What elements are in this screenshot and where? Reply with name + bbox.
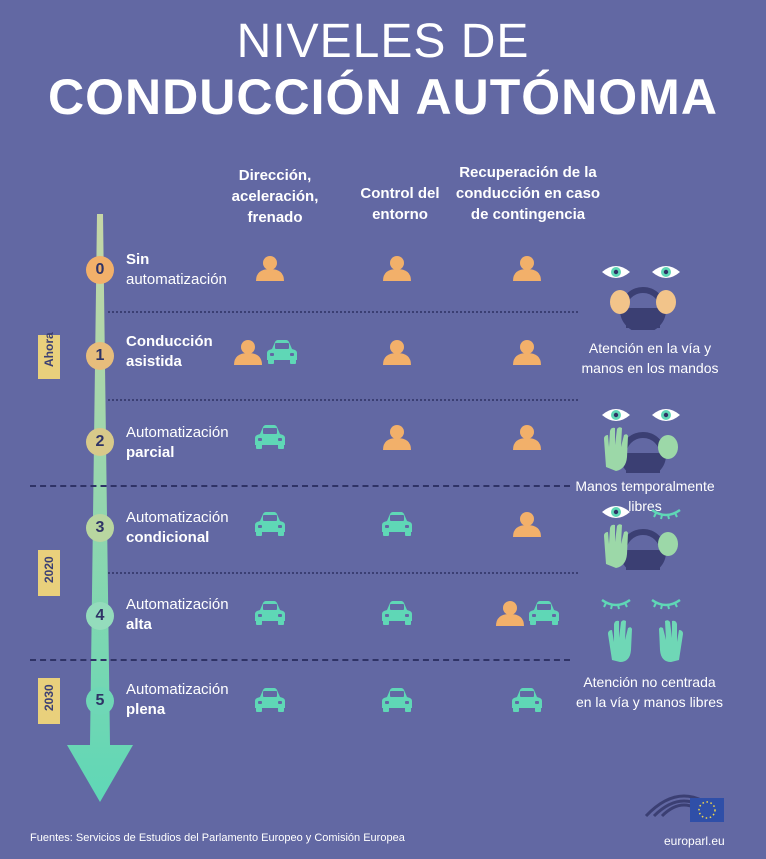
person-icon [383, 256, 411, 281]
car-icon [382, 601, 412, 625]
column-header-environment: Control del entorno [360, 185, 440, 223]
eye-open-icon [652, 266, 680, 278]
car-icon [255, 601, 285, 625]
car-icon [512, 688, 542, 712]
level-number: 4 [86, 602, 114, 630]
level-number: 5 [86, 687, 114, 715]
column-header-fallback: Recuperación de la conducción en caso de… [455, 164, 601, 223]
hands-on-wheel-icon [602, 266, 680, 330]
timeline-arrow [67, 214, 133, 802]
person-icon [383, 340, 411, 365]
european-parliament-logo [644, 794, 724, 822]
person-icon [513, 340, 541, 365]
era-badge-2030: 2030 [38, 678, 60, 724]
eyes-partially-closed-icon [602, 506, 681, 570]
level-number: 3 [86, 514, 114, 542]
level-number: 0 [86, 256, 114, 284]
sources-footnote: Fuentes: Servicios de Estudios del Parla… [30, 832, 405, 844]
eye-closed-icon [601, 598, 631, 610]
car-icon [255, 425, 285, 449]
person-icon [496, 601, 524, 626]
row-divider [108, 572, 578, 574]
person-icon [383, 425, 411, 450]
person-icon [513, 256, 541, 281]
car-icon [382, 688, 412, 712]
era-badge-ahora: Ahora [38, 332, 60, 379]
eye-closed-icon [651, 598, 681, 610]
column-header-drive: Dirección, aceleración, frenado [231, 167, 319, 226]
note-hands-free-temporarily: Manos temporalmente libres [575, 478, 715, 514]
row-divider [108, 311, 578, 313]
eye-closed-icon [651, 508, 681, 520]
eye-open-icon [602, 266, 630, 278]
level-number: 2 [86, 428, 114, 456]
title-line1: NIVELES DE [236, 15, 530, 68]
row-divider [108, 399, 578, 401]
one-hand-free-icon [602, 409, 680, 473]
era-badge-2020: 2020 [38, 550, 60, 596]
brand-url: europarl.eu [664, 834, 725, 848]
eyes-closed-hands-free-icon [601, 598, 683, 662]
era-divider-2030 [30, 659, 570, 661]
person-icon [256, 256, 284, 281]
era-divider-2020 [30, 485, 570, 487]
eye-open-icon [602, 506, 630, 518]
level-number: 1 [86, 342, 114, 370]
person-icon [513, 512, 541, 537]
eye-open-icon [652, 409, 680, 421]
title-line2: CONDUCCIÓN AUTÓNOMA [48, 69, 718, 125]
car-icon [382, 512, 412, 536]
car-icon [255, 512, 285, 536]
car-icon [529, 601, 559, 625]
person-icon [234, 340, 262, 365]
person-icon [513, 425, 541, 450]
eye-open-icon [602, 409, 630, 421]
car-icon [255, 688, 285, 712]
car-icon [267, 340, 297, 364]
